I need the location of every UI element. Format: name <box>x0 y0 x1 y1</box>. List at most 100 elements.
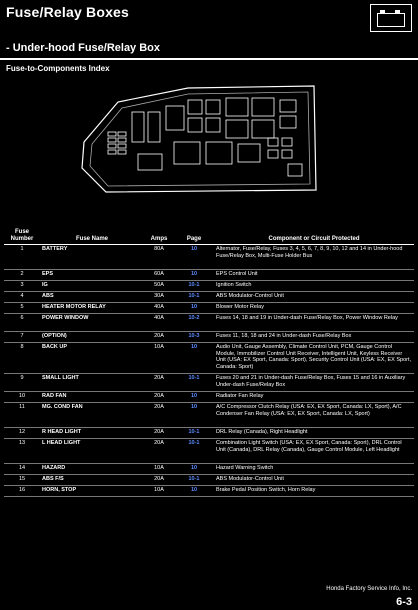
fuse-page[interactable]: 10 <box>174 391 214 403</box>
fuse-amps: 20A <box>144 373 174 392</box>
fuse-number: 9 <box>4 373 40 392</box>
fuse-number: 13 <box>4 438 40 464</box>
fuse-amps: 10A <box>144 485 174 497</box>
fuse-component: ABS Modulator-Control Unit <box>214 291 414 303</box>
fuse-page[interactable]: 10 <box>174 463 214 475</box>
battery-icon <box>370 4 412 32</box>
fuse-page[interactable]: 10-1 <box>174 427 214 439</box>
fuse-amps: 20A <box>144 438 174 464</box>
fuse-component: Radiator Fan Relay <box>214 391 414 403</box>
fuse-table: Fuse Number Fuse Name Amps Page Componen… <box>4 228 414 497</box>
fuse-name: POWER WINDOW <box>40 313 144 332</box>
fuse-component: Ignition Switch <box>214 280 414 292</box>
fuse-name: BACK UP <box>40 342 144 374</box>
fuse-component: Fuses 11, 18, 18 and 24 in Under-dash Fu… <box>214 331 414 343</box>
fuse-number: 2 <box>4 269 40 281</box>
fuse-name: HORN, STOP <box>40 485 144 497</box>
fuse-amps: 20A <box>144 391 174 403</box>
fuse-component: Alternator, Fuse/Relay, Fuses 3, 4, 5, 6… <box>214 244 414 270</box>
fuse-component: EPS Control Unit <box>214 269 414 281</box>
fuse-amps: 20A <box>144 474 174 486</box>
fuse-component: Audio Unit, Gauge Assembly, Climate Cont… <box>214 342 414 374</box>
fuse-page[interactable]: 10-2 <box>174 313 214 332</box>
fuse-component: DRL Relay (Canada), Right Headlight <box>214 427 414 439</box>
fuse-name: MG. COND FAN <box>40 402 144 428</box>
fuse-component: Hazard Warning Switch <box>214 463 414 475</box>
fuse-name: (OPTION) <box>40 331 144 343</box>
fuse-number: 7 <box>4 331 40 343</box>
fuse-amps: 50A <box>144 280 174 292</box>
fuse-page[interactable]: 10 <box>174 402 214 428</box>
fuse-amps: 60A <box>144 269 174 281</box>
fuse-page[interactable]: 10 <box>174 244 214 270</box>
fuse-name: HAZARD <box>40 463 144 475</box>
fuse-page[interactable]: 10 <box>174 269 214 281</box>
fuse-name: BATTERY <box>40 244 144 270</box>
fuse-number: 14 <box>4 463 40 475</box>
fuse-name: RAD FAN <box>40 391 144 403</box>
fuse-number: 4 <box>4 291 40 303</box>
index-heading: Fuse-to-Components Index <box>6 64 110 73</box>
fuse-amps: 10A <box>144 463 174 475</box>
fuse-amps: 20A <box>144 402 174 428</box>
fuse-name: SMALL LIGHT <box>40 373 144 392</box>
fuse-box-diagram <box>81 85 317 193</box>
fuse-component: Fuses 14, 18 and 19 in Under-dash Fuse/R… <box>214 313 414 332</box>
fuse-component: Brake Pedal Position Switch, Horn Relay <box>214 485 414 497</box>
fuse-page[interactable]: 10-1 <box>174 291 214 303</box>
fuse-amps: 40A <box>144 313 174 332</box>
fuse-amps: 40A <box>144 302 174 314</box>
fuse-component: ABS Modulator-Control Unit <box>214 474 414 486</box>
fuse-name: HEATER MOTOR RELAY <box>40 302 144 314</box>
fuse-number: 15 <box>4 474 40 486</box>
divider <box>0 58 418 60</box>
col-header-component: Component or Circuit Protected <box>214 228 414 245</box>
fuse-amps: 10A <box>144 342 174 374</box>
fuse-component: Blower Motor Relay <box>214 302 414 314</box>
page-title: Fuse/Relay Boxes <box>6 4 130 20</box>
fuse-page[interactable]: 10 <box>174 302 214 314</box>
fuse-name: IG <box>40 280 144 292</box>
fuse-name: ABS F/S <box>40 474 144 486</box>
col-header-number: Fuse Number <box>4 228 40 245</box>
fuse-component: Fuses 20 and 21 in Under-dash Fuse/Relay… <box>214 373 414 392</box>
fuse-number: 1 <box>4 244 40 270</box>
fuse-name: EPS <box>40 269 144 281</box>
col-header-page: Page <box>174 228 214 245</box>
fuse-page[interactable]: 10-1 <box>174 438 214 464</box>
fuse-number: 11 <box>4 402 40 428</box>
fuse-page[interactable]: 10 <box>174 342 214 374</box>
col-header-amps: Amps <box>144 228 174 245</box>
fuse-page[interactable]: 10 <box>174 485 214 497</box>
fuse-page[interactable]: 10-1 <box>174 280 214 292</box>
fuse-page[interactable]: 10-3 <box>174 331 214 343</box>
fuse-number: 16 <box>4 485 40 497</box>
fuse-amps: 20A <box>144 427 174 439</box>
fuse-number: 10 <box>4 391 40 403</box>
fuse-number: 8 <box>4 342 40 374</box>
fuse-number: 12 <box>4 427 40 439</box>
fuse-name: R HEAD LIGHT <box>40 427 144 439</box>
fuse-number: 5 <box>4 302 40 314</box>
fuse-number: 6 <box>4 313 40 332</box>
section-subtitle: - Under-hood Fuse/Relay Box <box>6 42 161 54</box>
fuse-amps: 80A <box>144 244 174 270</box>
fuse-amps: 20A <box>144 331 174 343</box>
page-number: 6-3 <box>396 596 412 608</box>
table-header-row: Fuse Number Fuse Name Amps Page Componen… <box>4 228 414 245</box>
fuse-page[interactable]: 10-1 <box>174 373 214 392</box>
fuse-name: ABS <box>40 291 144 303</box>
fuse-page[interactable]: 10-1 <box>174 474 214 486</box>
